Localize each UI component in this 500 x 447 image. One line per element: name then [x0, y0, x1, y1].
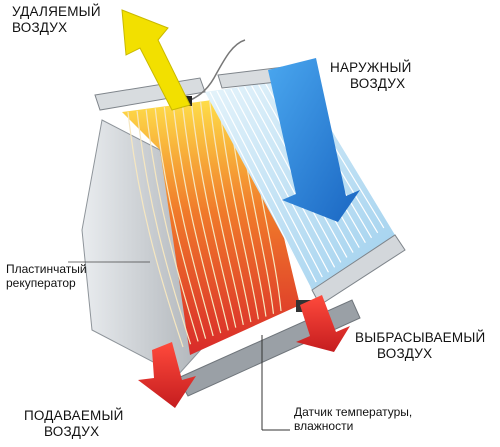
cool-fin [209, 91, 311, 288]
cool-fin [216, 90, 317, 283]
warm-fin [145, 109, 199, 342]
plate-recuperator-label: Пластинчатый рекуператор [6, 262, 87, 290]
sensor-cable [185, 39, 246, 103]
exhaust-air-label: УДАЛЯЕМЫЙ ВОЗДУХ [12, 4, 101, 36]
supply-air-label-line1: ПОДАВАЕМЫЙ [24, 408, 124, 423]
exhaust-air-label-line1: УДАЛЯЕМЫЙ [12, 4, 101, 19]
warm-plate-fins [127, 95, 282, 348]
discharged-air-arrow [296, 295, 350, 352]
warm-fin [190, 103, 237, 328]
outdoor-air-arrow [268, 58, 360, 222]
discharged-air-label-line2: ВОЗДУХ [377, 345, 433, 361]
cool-fin [223, 89, 323, 278]
warm-fin [136, 110, 192, 345]
warm-fin [209, 100, 252, 323]
warm-fin [218, 99, 259, 320]
supply-air-label: ПОДАВАЕМЫЙ ВОЗДУХ [24, 408, 124, 440]
plate-recuperator-label-line1: Пластинчатый [6, 262, 87, 276]
sensor-label-line1: Датчик температуры, [294, 405, 413, 419]
warm-fin [172, 105, 222, 334]
cool-fin [237, 87, 336, 268]
sensor-label-line2: влажности [294, 419, 354, 434]
supply-air-label-line2: ВОЗДУХ [44, 423, 100, 439]
discharged-air-label-line1: ВЫБРАСЫВАЕМЫЙ [355, 330, 486, 345]
warm-fin [181, 104, 229, 331]
discharged-air-label: ВЫБРАСЫВАЕМЫЙ ВОЗДУХ [355, 330, 485, 362]
warm-fin [163, 107, 214, 337]
sensor-label: Датчик температуры, влажности [294, 405, 412, 433]
plate-recuperator-label-line2: рекуператор [6, 276, 76, 291]
outdoor-air-label: НАРУЖНЫЙ ВОЗДУХ [330, 60, 412, 92]
supply-air-arrow [138, 342, 196, 408]
warm-fin [154, 108, 207, 339]
outdoor-air-label-line1: НАРУЖНЫЙ [330, 60, 412, 75]
exhaust-air-arrow [121, 9, 191, 111]
warm-fin [200, 102, 244, 325]
outdoor-air-label-line2: ВОЗДУХ [350, 75, 406, 91]
exhaust-air-label-line2: ВОЗДУХ [12, 19, 68, 35]
cool-fin [230, 88, 329, 273]
warm-fin [127, 111, 184, 348]
